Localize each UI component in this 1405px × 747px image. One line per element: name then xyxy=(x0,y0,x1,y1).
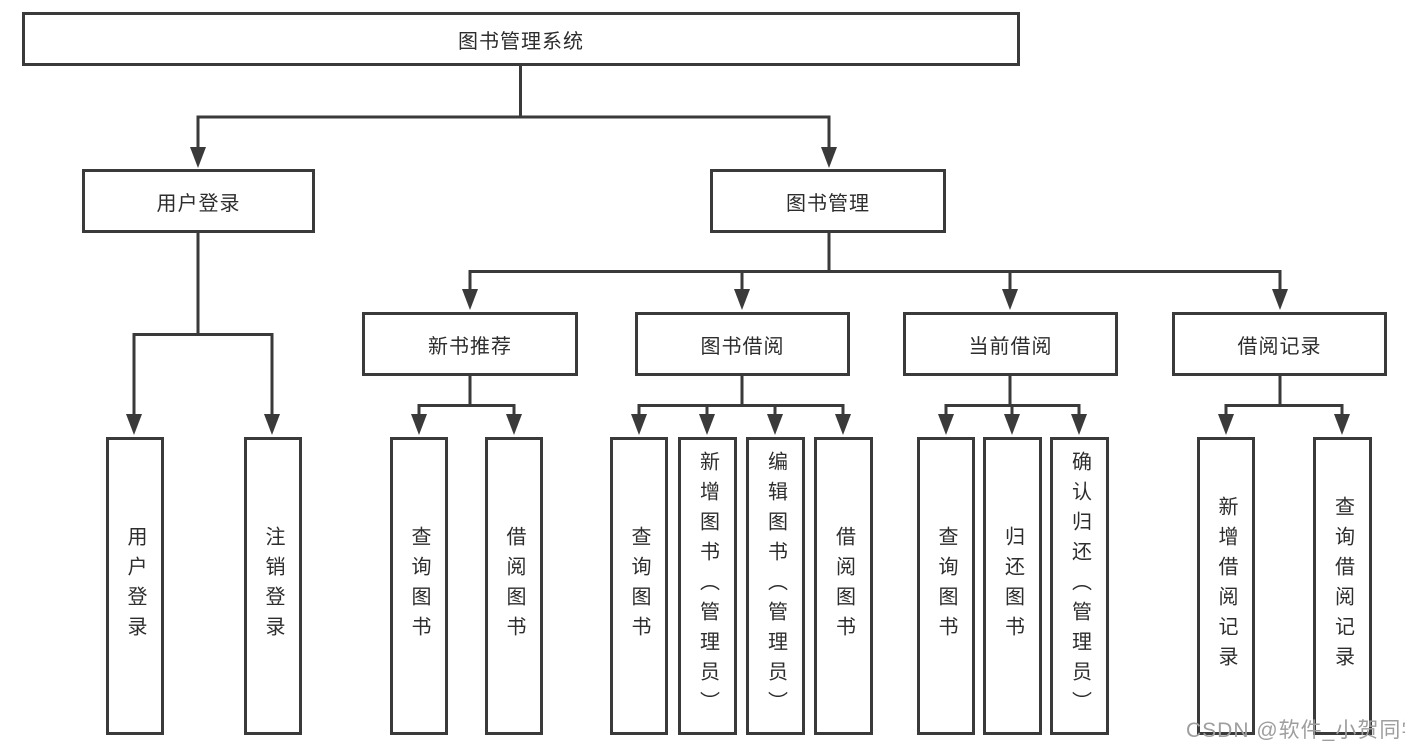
node-current-borrowing: 当前借阅 xyxy=(903,312,1118,376)
node-leaf-current-query-books-label: 查询图书 xyxy=(935,526,957,646)
node-leaf-records-add-record-label: 新增借阅记录 xyxy=(1215,496,1237,676)
node-leaf-current-confirm-return-admin: 确认归还（管理员） xyxy=(1050,437,1109,735)
node-leaf-borrowing-borrow-books-label: 借阅图书 xyxy=(832,526,855,646)
node-user-login-label: 用户登录 xyxy=(156,192,241,215)
node-leaf-records-add-record: 新增借阅记录 xyxy=(1197,437,1255,735)
node-book-management-label: 图书管理 xyxy=(786,192,870,215)
node-book-borrowing-label: 图书借阅 xyxy=(700,335,785,358)
csdn-watermark: CSDN @软件_小贺同学 xyxy=(1186,719,1405,742)
node-leaf-borrowing-borrow-books: 借阅图书 xyxy=(814,437,873,735)
node-leaf-current-return-books: 归还图书 xyxy=(983,437,1042,735)
node-leaf-logout-label: 注销登录 xyxy=(262,526,284,646)
node-leaf-borrowing-add-books-admin-label: 新增图书（管理员） xyxy=(696,451,719,721)
node-current-borrowing-label: 当前借阅 xyxy=(968,335,1053,358)
node-leaf-current-return-books-label: 归还图书 xyxy=(1001,526,1024,646)
node-leaf-recommend-borrow-books-label: 借阅图书 xyxy=(503,526,525,646)
node-leaf-current-query-books: 查询图书 xyxy=(917,437,975,735)
node-leaf-recommend-query-books: 查询图书 xyxy=(390,437,448,735)
node-leaf-borrowing-query-books: 查询图书 xyxy=(610,437,668,735)
node-leaf-logout: 注销登录 xyxy=(244,437,302,735)
node-book-borrowing: 图书借阅 xyxy=(635,312,850,376)
node-leaf-borrowing-edit-books-admin: 编辑图书（管理员） xyxy=(746,437,805,735)
node-library-management-system: 图书管理系统 xyxy=(22,12,1020,66)
node-leaf-borrowing-query-books-label: 查询图书 xyxy=(628,526,650,646)
node-leaf-records-query-record-label: 查询借阅记录 xyxy=(1331,496,1354,676)
node-leaf-user-login-label: 用户登录 xyxy=(124,526,146,646)
node-library-management-system-label: 图书管理系统 xyxy=(458,30,584,53)
node-book-management: 图书管理 xyxy=(710,169,946,233)
node-leaf-current-confirm-return-admin-label: 确认归还（管理员） xyxy=(1068,451,1091,721)
node-borrowing-records: 借阅记录 xyxy=(1172,312,1387,376)
node-new-book-recommendation-label: 新书推荐 xyxy=(428,335,512,358)
node-user-login: 用户登录 xyxy=(82,169,315,233)
node-new-book-recommendation: 新书推荐 xyxy=(362,312,578,376)
node-leaf-records-query-record: 查询借阅记录 xyxy=(1313,437,1372,735)
node-leaf-recommend-borrow-books: 借阅图书 xyxy=(485,437,543,735)
node-leaf-borrowing-edit-books-admin-label: 编辑图书（管理员） xyxy=(764,451,787,721)
node-leaf-user-login: 用户登录 xyxy=(106,437,164,735)
node-leaf-borrowing-add-books-admin: 新增图书（管理员） xyxy=(678,437,737,735)
node-borrowing-records-label: 借阅记录 xyxy=(1237,335,1322,358)
node-leaf-recommend-query-books-label: 查询图书 xyxy=(408,526,430,646)
